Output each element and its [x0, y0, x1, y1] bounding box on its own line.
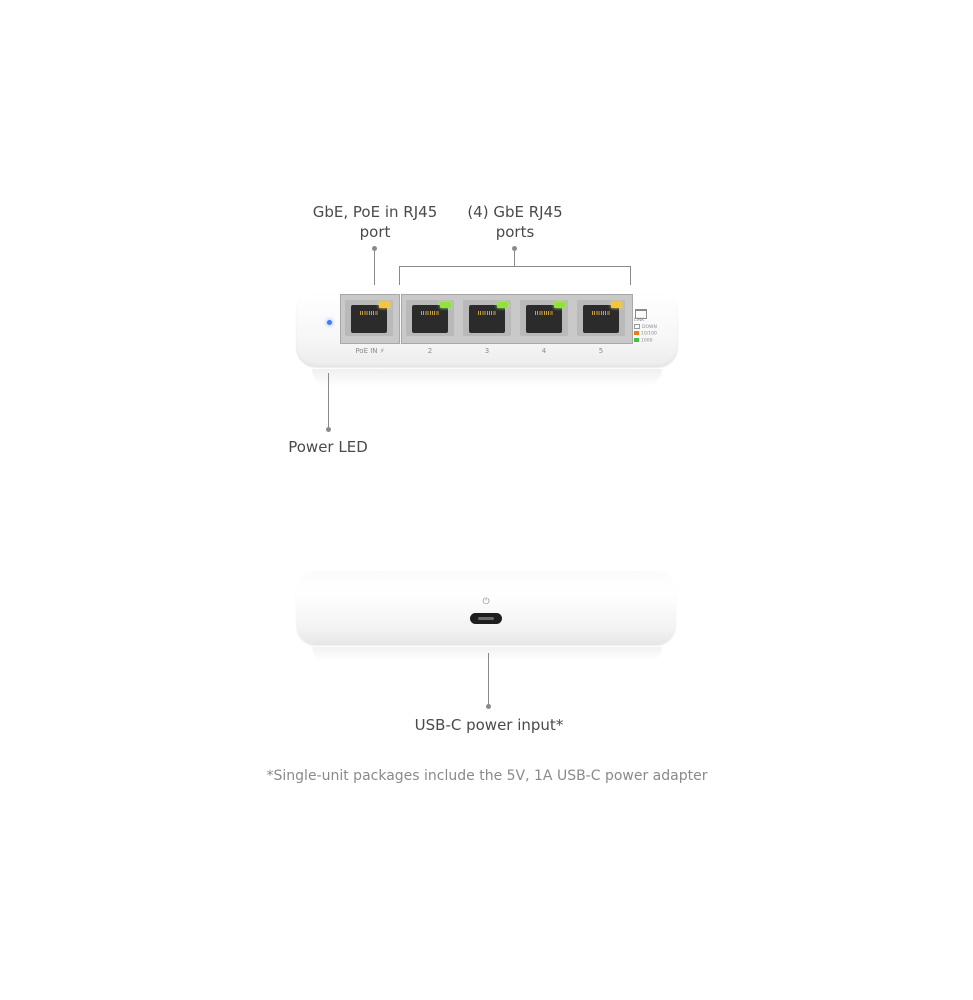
usbc-leader-line — [488, 653, 489, 705]
port-4-led — [554, 302, 565, 308]
power-icon: ⏻ — [482, 597, 490, 607]
power-led-leader-dot — [326, 427, 331, 432]
rj45-jack-icon — [351, 305, 387, 333]
legend-title: LINK — [634, 318, 645, 323]
rj45-jack-icon — [526, 305, 562, 333]
port-label-4: 4 — [541, 347, 547, 355]
legend-item-100: 10/100 — [634, 331, 657, 338]
switch-back-view — [296, 571, 676, 645]
port-2-led — [440, 302, 451, 308]
gbe-bracket-left — [399, 266, 400, 285]
port-4 — [520, 300, 568, 336]
port-5 — [577, 300, 625, 336]
callout-gbe-ports: (4) GbE RJ45 ports — [440, 202, 590, 242]
legend-item-1000: 1000 — [634, 337, 657, 345]
power-led-leader-line — [328, 373, 329, 428]
port-label-1: PoE IN ⚡ — [355, 347, 385, 355]
back-device-reflection — [312, 647, 662, 661]
gbe-leader-stem — [514, 248, 515, 267]
rj45-jack-icon — [469, 305, 505, 333]
port-label-3: 3 — [484, 347, 490, 355]
callout-poe-port-line2: port — [359, 223, 391, 241]
port-3-led — [497, 302, 508, 308]
link-icon — [635, 309, 647, 319]
port-label-5: 5 — [598, 347, 604, 355]
led-legend: LINK DOWN 10/100 1000 — [634, 318, 657, 344]
power-led-indicator — [327, 320, 332, 325]
rj45-jack-icon — [583, 305, 619, 333]
port-label-2: 2 — [427, 347, 433, 355]
callout-power-led: Power LED — [288, 438, 368, 456]
callout-usbc: USB-C power input* — [414, 716, 564, 734]
callout-gbe-ports-line2: ports — [495, 223, 535, 241]
port-1-led — [379, 302, 390, 308]
poe-leader-line — [374, 248, 375, 285]
usbc-leader-dot — [486, 704, 491, 709]
callout-poe-port-line1: GbE, PoE in RJ45 — [312, 203, 438, 221]
front-device-reflection — [312, 369, 662, 387]
legend-item-down: DOWN — [634, 324, 657, 331]
port-3 — [463, 300, 511, 336]
gbe-bracket-top — [399, 266, 631, 267]
callout-poe-port: GbE, PoE in RJ45 port — [300, 202, 450, 242]
usbc-port — [470, 613, 502, 624]
port-2 — [406, 300, 454, 336]
callout-gbe-ports-line1: (4) GbE RJ45 — [467, 203, 563, 221]
port-5-led — [611, 302, 622, 308]
rj45-jack-icon — [412, 305, 448, 333]
footnote: *Single-unit packages include the 5V, 1A… — [266, 768, 708, 784]
gbe-bracket-right — [630, 266, 631, 285]
port-1-poe-in — [345, 300, 393, 336]
